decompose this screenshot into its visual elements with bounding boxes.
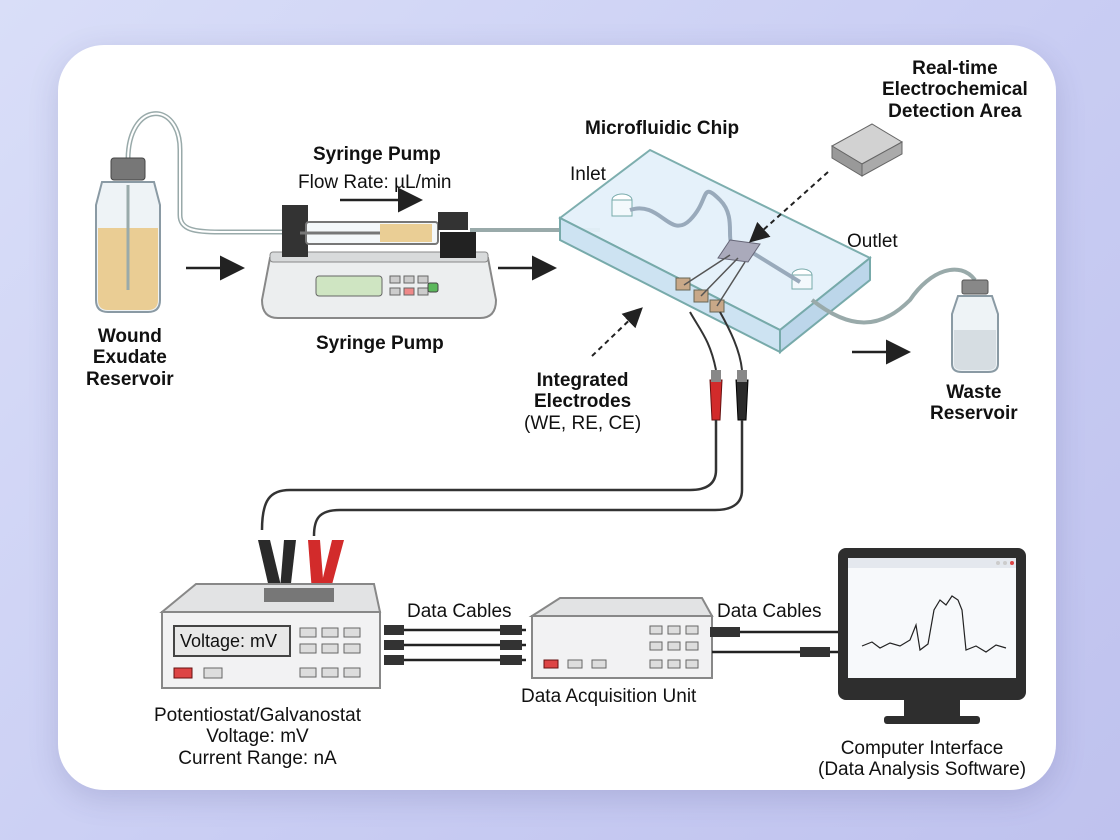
data-cables-1	[384, 625, 526, 665]
potentiostat-device	[159, 583, 382, 689]
red-lead	[689, 311, 717, 371]
waste-reservoir-bottle	[951, 279, 999, 373]
electrodes-pointer-arrow	[591, 307, 643, 357]
tube-chip-to-waste	[810, 267, 977, 325]
red-alligator-clip	[709, 370, 723, 421]
signal-trace	[861, 595, 1007, 653]
potentiostat-display: Voltage: mV	[180, 631, 278, 651]
syringe-pump-device	[260, 205, 498, 319]
cable-red-to-potentiostat	[260, 420, 718, 531]
wound-exudate-reservoir-bottle	[95, 157, 161, 313]
detection-area-box	[830, 123, 904, 177]
detection-pointer-arrow	[749, 171, 829, 243]
flow-rate-label: Flow Rate: µL/min	[298, 172, 452, 193]
syringe-pump-caption: Syringe Pump	[316, 333, 444, 354]
data-cables-label-2: Data Cables	[717, 601, 822, 622]
computer-monitor	[838, 548, 1026, 724]
potentiostat-black-clip	[258, 540, 282, 592]
data-acquisition-unit-label: Data Acquisition Unit	[521, 686, 697, 707]
inlet-label: Inlet	[570, 164, 606, 185]
data-cables-label-1: Data Cables	[407, 601, 512, 622]
black-lead	[719, 311, 743, 371]
data-acquisition-device	[528, 597, 714, 679]
outlet-label: Outlet	[847, 231, 898, 252]
potentiostat-red-clip	[308, 540, 324, 592]
cable-black-to-potentiostat	[312, 420, 744, 537]
microfluidic-chip-body	[558, 148, 872, 355]
computer-interface-label: Computer Interface(Data Analysis Softwar…	[818, 738, 1027, 781]
black-alligator-clip	[735, 370, 749, 421]
data-cables-2	[710, 627, 840, 657]
microfluidic-chip-title: Microfluidic Chip	[585, 118, 740, 139]
syringe-pump-title: Syringe Pump	[313, 144, 441, 165]
